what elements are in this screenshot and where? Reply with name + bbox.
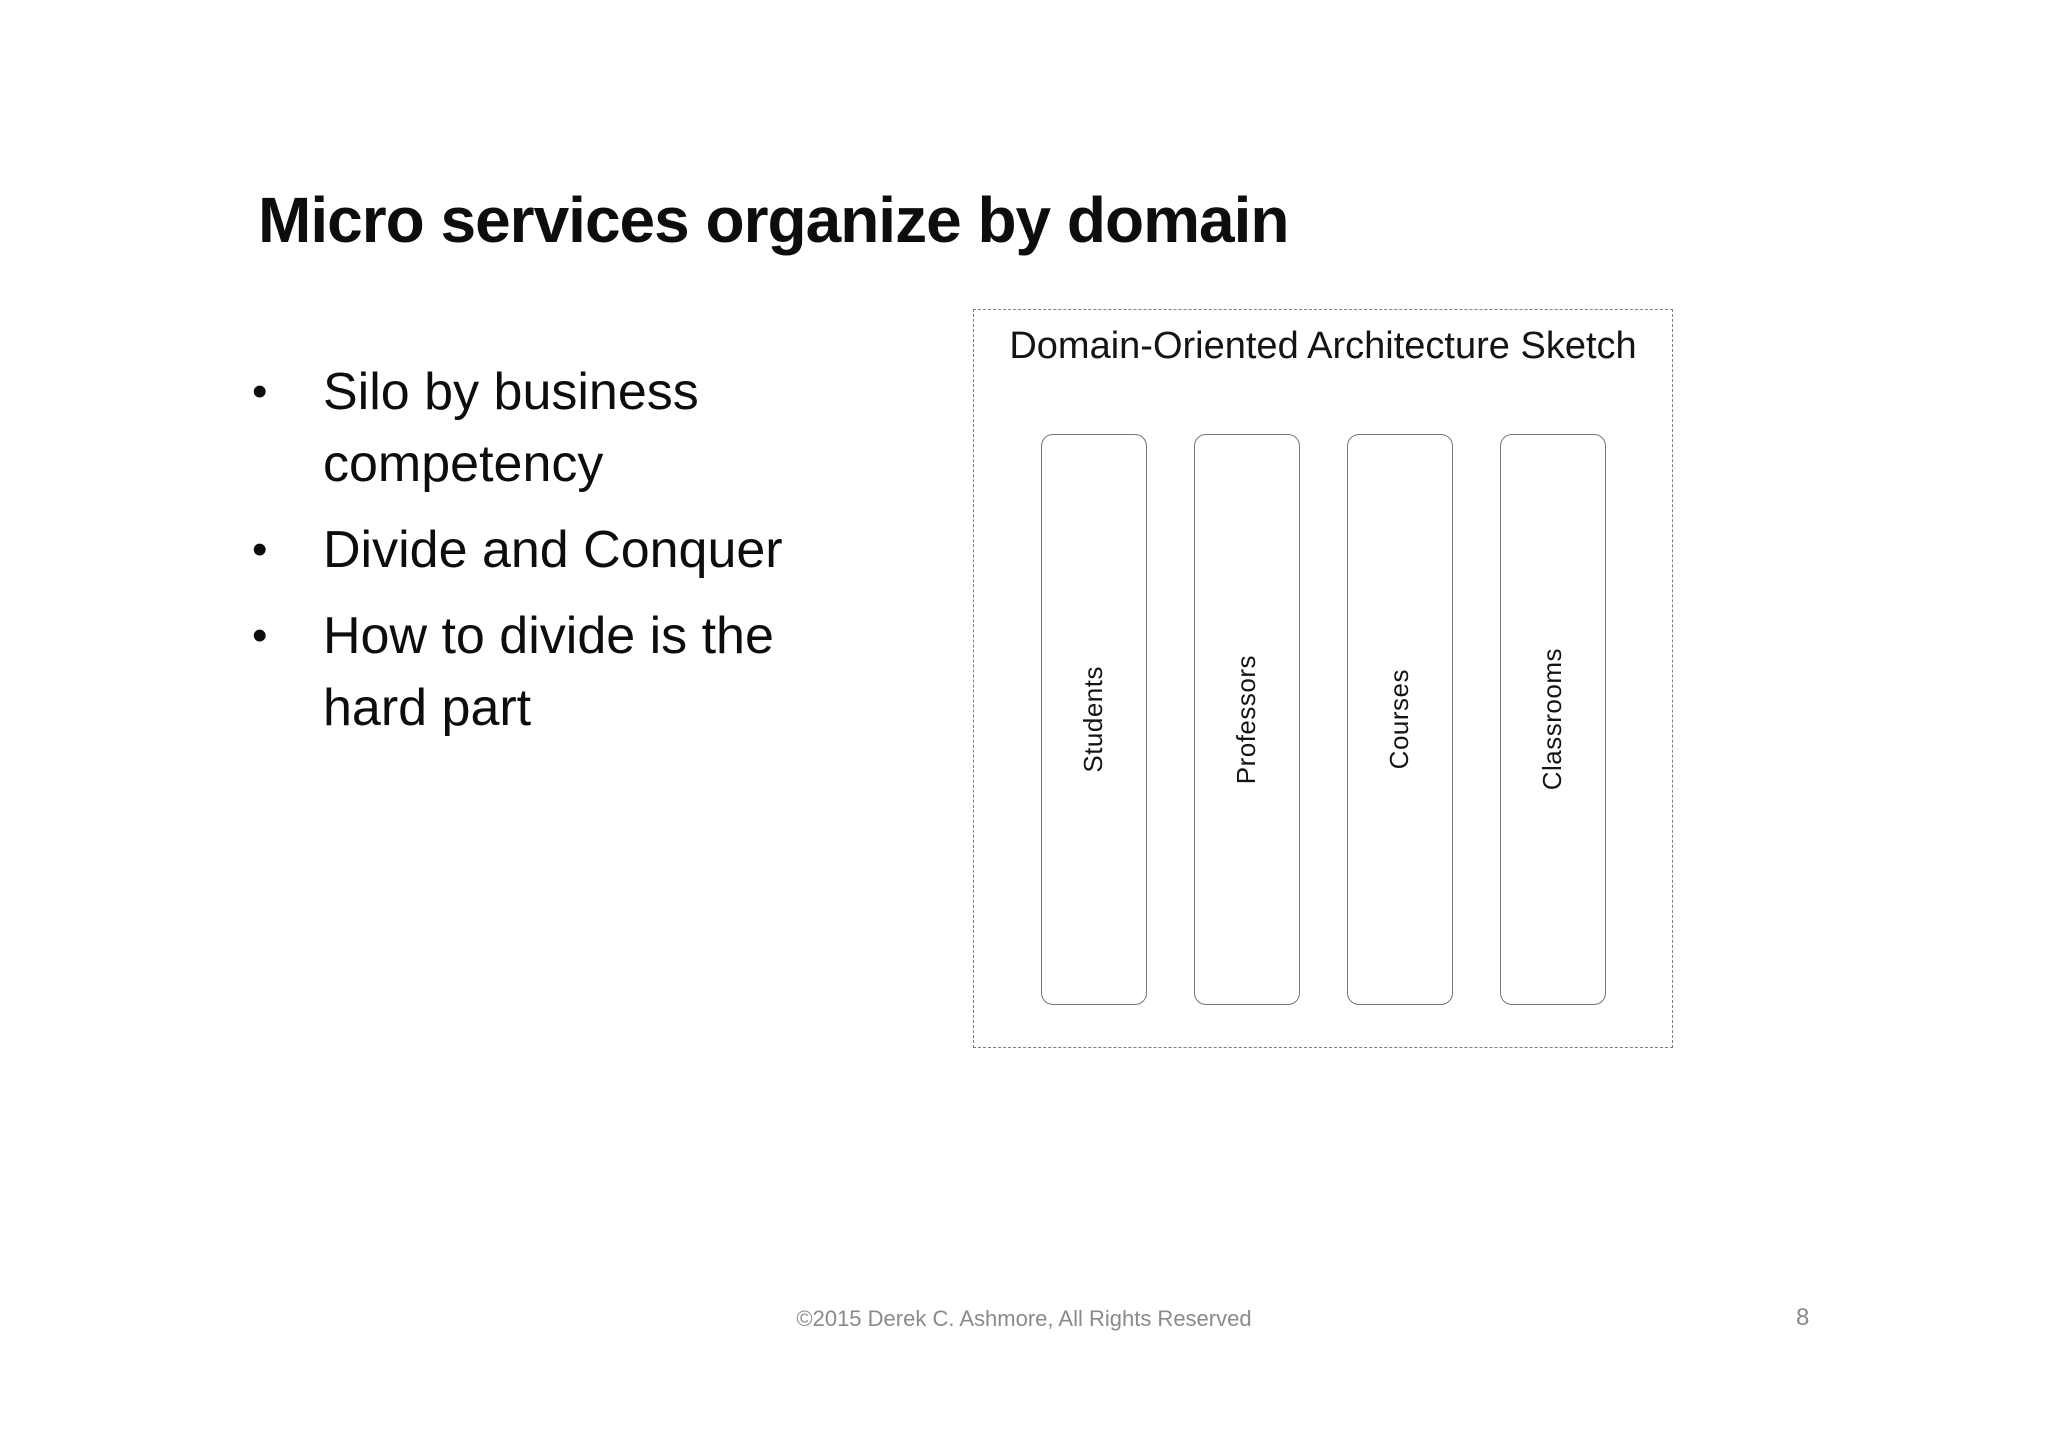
domain-column-courses: Courses bbox=[1346, 434, 1453, 1005]
bullet-item: • Divide and Conquer bbox=[252, 514, 892, 586]
bullet-text: How to divide is the hard part bbox=[323, 607, 774, 737]
diagram-title: Domain-Oriented Architecture Sketch bbox=[1009, 325, 1637, 367]
domain-columns: Students Professors Courses Classrooms bbox=[974, 434, 1672, 1005]
bullet-text: Divide and Conquer bbox=[323, 521, 783, 579]
slide-title: Micro services organize by domain bbox=[258, 184, 1289, 256]
domain-column-professors: Professors bbox=[1193, 434, 1300, 1005]
bullet-icon: • bbox=[252, 525, 268, 574]
bullet-list: • Silo by business competency • Divide a… bbox=[252, 356, 892, 758]
domain-label: Classrooms bbox=[1537, 648, 1567, 791]
bullet-icon: • bbox=[252, 611, 268, 660]
domain-label: Students bbox=[1078, 666, 1108, 773]
architecture-sketch-panel: Domain-Oriented Architecture Sketch Stud… bbox=[973, 309, 1673, 1048]
bullet-icon: • bbox=[252, 367, 268, 416]
bullet-item: • Silo by business competency bbox=[252, 356, 892, 500]
domain-label: Courses bbox=[1384, 669, 1414, 770]
domain-column-classrooms: Classrooms bbox=[1499, 434, 1606, 1005]
domain-column-students: Students bbox=[1040, 434, 1147, 1005]
page-number: 8 bbox=[1796, 1304, 1810, 1331]
domain-label: Professors bbox=[1231, 654, 1261, 785]
footer-copyright: ©2015 Derek C. Ashmore, All Rights Reser… bbox=[796, 1306, 1252, 1331]
bullet-item: • How to divide is the hard part bbox=[252, 600, 892, 744]
bullet-text: Silo by business competency bbox=[323, 363, 699, 493]
